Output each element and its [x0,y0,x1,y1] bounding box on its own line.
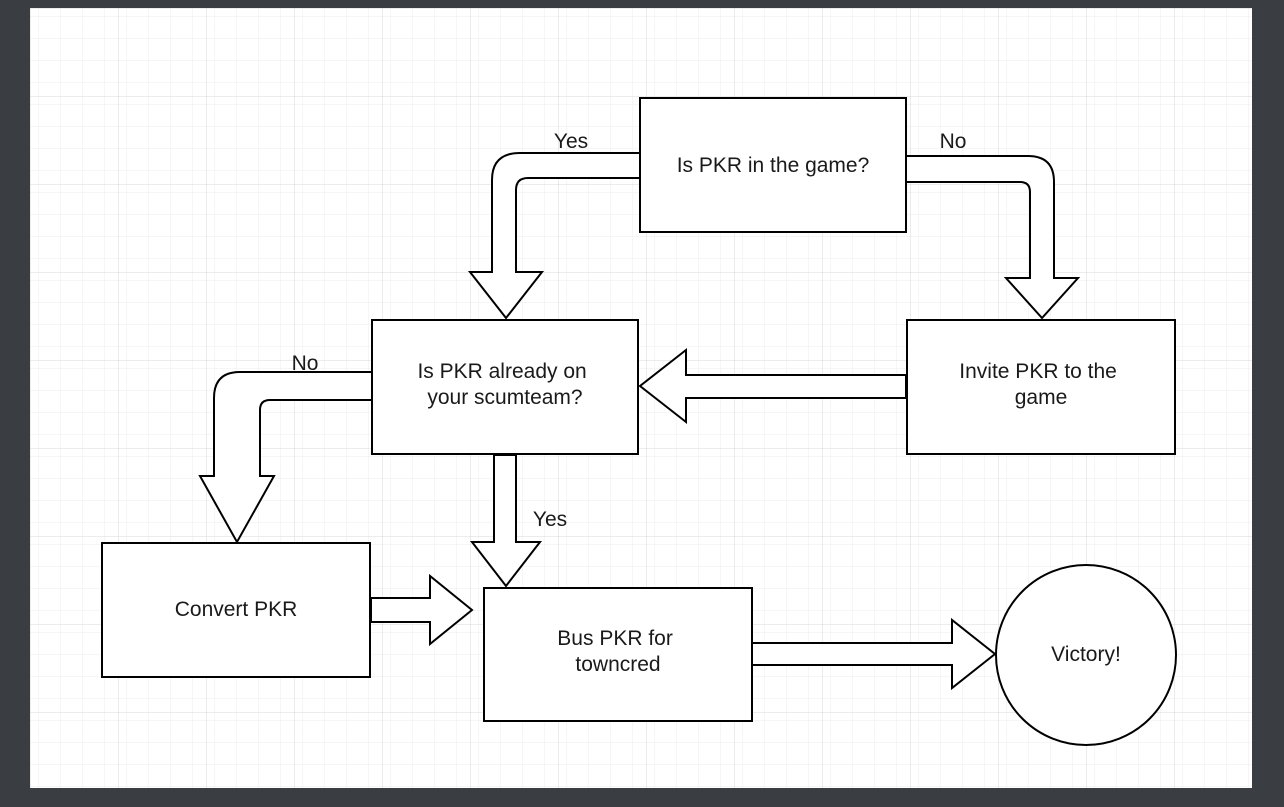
node-bus-line-1: Bus PKR for [557,627,673,650]
arrow-q1-no [905,155,1081,320]
node-convert-box [101,542,371,678]
arrow-q1-yes [467,152,641,320]
edge-label-q1-yes: Yes [554,130,588,153]
node-convert-line-1: Convert PKR [175,598,298,621]
edge-label-q2-no: No [292,352,319,375]
node-q1: Is PKR in the game? [639,97,907,233]
node-bus-text: Bus PKR for towncred [557,627,678,676]
node-q2: Is PKR already on your scumteam? [371,319,639,455]
node-victory-circle [995,564,1177,746]
arrow-q2-no [198,371,373,545]
node-q1-line-1: Is PKR in the game? [677,154,870,177]
node-victory-line-1: Victory! [1051,643,1121,666]
node-q2-line-1: Is PKR already on [417,360,586,383]
node-bus-line-2: towncred [575,653,660,676]
node-bus: Bus PKR for towncred [483,587,753,722]
node-convert-text: Convert PKR [175,598,298,621]
node-invite-box [906,319,1176,455]
node-bus-box [483,587,753,722]
node-convert: Convert PKR [101,542,371,678]
arrow-invite-to-q2 [638,347,907,425]
node-invite-line-2: game [1015,386,1068,409]
node-q1-box [639,97,907,233]
node-q2-text: Is PKR already on your scumteam? [417,360,592,409]
node-invite-text: Invite PKR to the game [959,360,1122,409]
node-victory: Victory! [995,564,1177,746]
arrow-convert-to-bus [370,573,474,647]
node-invite: Invite PKR to the game [906,319,1176,455]
arrow-bus-to-victory [751,617,997,691]
node-q2-line-2: your scumteam? [427,386,582,409]
edge-label-q1-no: No [940,130,967,153]
node-q2-box [371,319,639,455]
node-victory-text: Victory! [1051,643,1121,666]
node-invite-line-1: Invite PKR to the [959,360,1117,383]
arrow-q2-yes [469,454,543,588]
node-q1-text: Is PKR in the game? [677,154,870,177]
edge-label-q2-yes: Yes [533,508,567,531]
